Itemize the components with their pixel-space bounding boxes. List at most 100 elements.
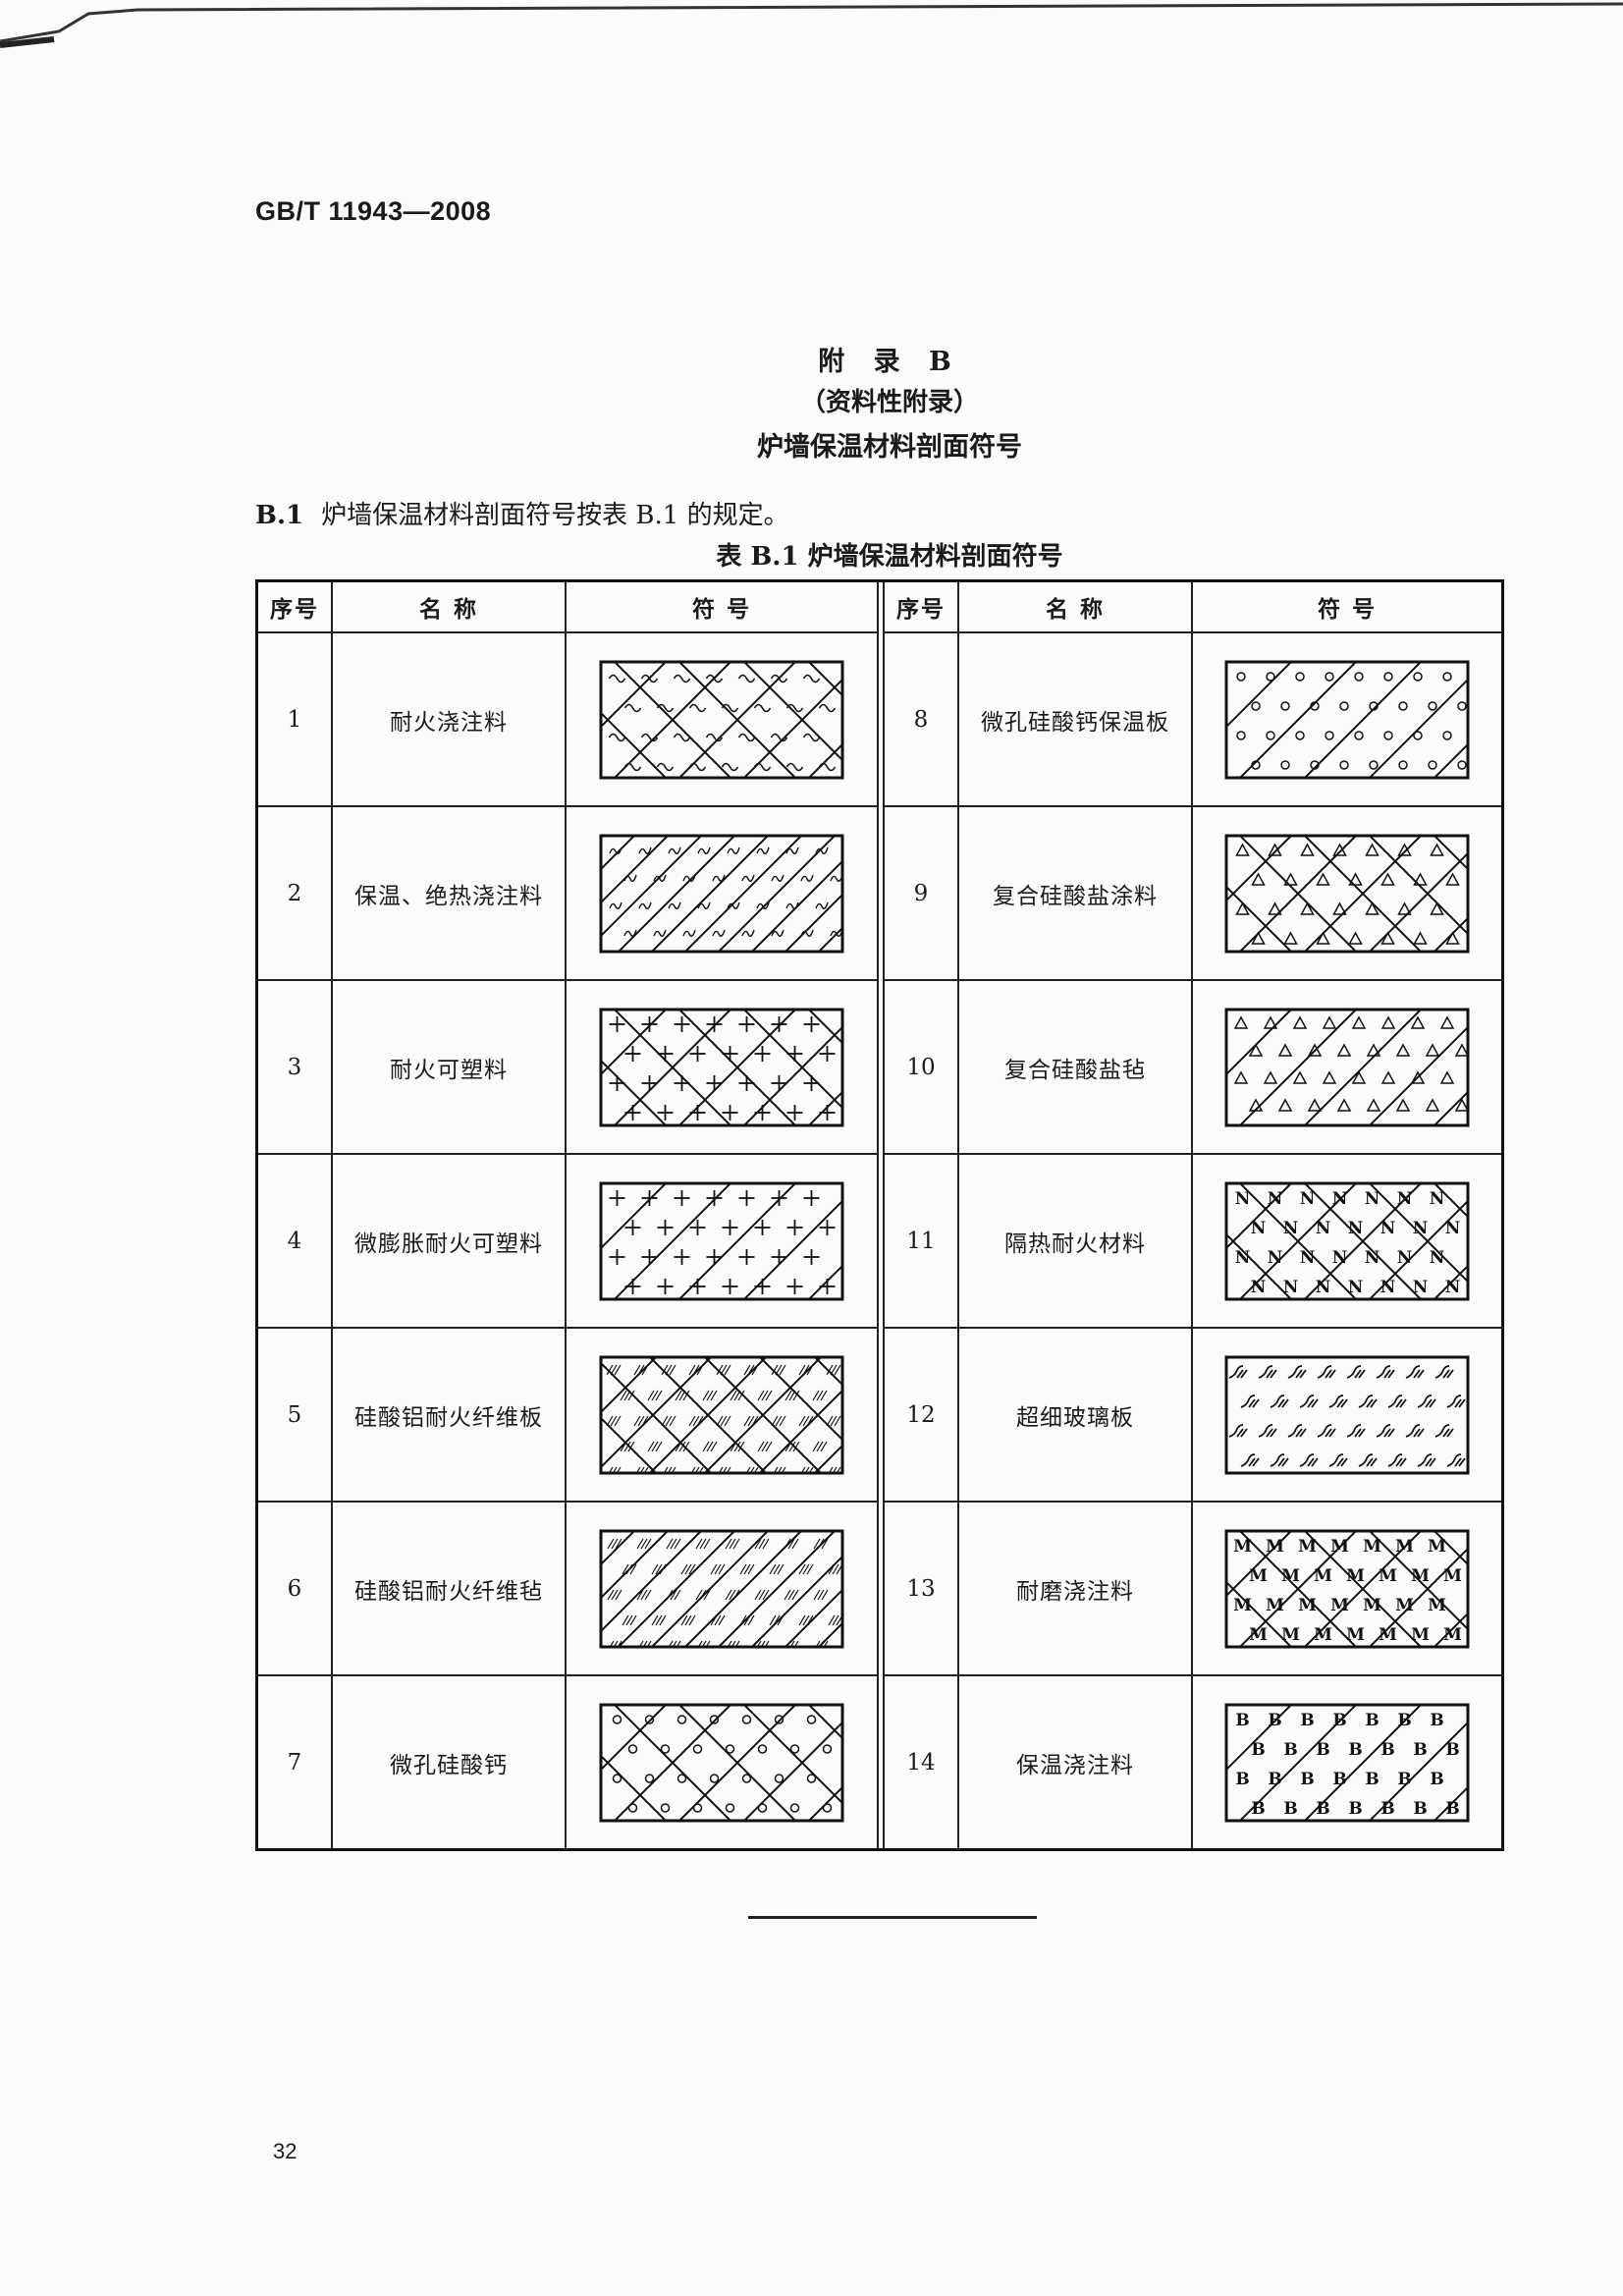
svg-text:M: M: [1428, 1596, 1446, 1615]
svg-text:N: N: [1445, 1219, 1461, 1238]
svg-text:N: N: [1300, 1248, 1316, 1268]
column-gap: [877, 1675, 885, 1850]
svg-text:B: B: [1283, 1740, 1297, 1760]
refractory-plastic-hatch-icon: [599, 1008, 844, 1126]
header-no: 序号: [255, 579, 333, 633]
symbol-cell: [565, 1327, 879, 1503]
composite-silicate-coating-hatch-icon: [1224, 834, 1470, 953]
svg-text:N: N: [1251, 1219, 1267, 1238]
symbol-cell: [1191, 631, 1504, 807]
svg-text:N: N: [1380, 1219, 1396, 1238]
svg-text:B: B: [1235, 1770, 1249, 1789]
aluminosilicate-fiber-felt-hatch-icon: [599, 1529, 844, 1648]
svg-text:M: M: [1314, 1625, 1332, 1645]
svg-text:B: B: [1430, 1711, 1443, 1730]
svg-text:N: N: [1332, 1248, 1348, 1268]
material-name: 保温、绝热浇注料: [331, 805, 567, 981]
material-name: 硅酸铝耐火纤维板: [331, 1327, 567, 1503]
svg-text:B: B: [1397, 1770, 1411, 1789]
svg-text:B: B: [1445, 1740, 1459, 1760]
svg-text:N: N: [1316, 1278, 1331, 1297]
symbol-cell: [1191, 805, 1504, 981]
svg-text:M: M: [1443, 1625, 1462, 1645]
svg-text:M: M: [1443, 1566, 1462, 1586]
svg-text:M: M: [1249, 1625, 1268, 1645]
svg-text:B: B: [1430, 1770, 1443, 1789]
table-header-row: 序号 名 称 符 号 序号 名 称 符 号: [255, 579, 1504, 633]
symbol-cell: [1191, 1327, 1504, 1503]
row-number: 1: [255, 631, 333, 807]
row-number: 7: [255, 1674, 333, 1851]
svg-text:M: M: [1281, 1566, 1300, 1586]
svg-text:N: N: [1268, 1248, 1283, 1268]
svg-text:N: N: [1235, 1189, 1251, 1209]
svg-text:M: M: [1395, 1596, 1414, 1615]
material-name: 微孔硅酸钙: [331, 1674, 567, 1851]
symbol-cell: [565, 1674, 879, 1851]
column-gap: [877, 1328, 885, 1502]
svg-text:B: B: [1300, 1770, 1314, 1789]
svg-text:B: B: [1251, 1740, 1265, 1760]
svg-text:M: M: [1363, 1537, 1381, 1557]
row-number: 10: [883, 979, 959, 1155]
annex-type: （资料性附录）: [799, 388, 979, 417]
svg-text:M: M: [1379, 1566, 1397, 1586]
row-number: 2: [255, 805, 333, 981]
page-number: 32: [273, 2139, 298, 2163]
column-gap: [877, 1154, 885, 1328]
material-name: 复合硅酸盐涂料: [957, 805, 1193, 981]
row-number: 12: [883, 1327, 959, 1503]
symbol-cell: [565, 631, 879, 807]
microporous-calcium-silicate-board-hatch-icon: [1224, 660, 1470, 779]
row-number: 6: [255, 1501, 333, 1676]
symbol-cell: [565, 979, 879, 1155]
svg-text:B: B: [1235, 1711, 1249, 1730]
svg-text:M: M: [1330, 1537, 1349, 1557]
header-symbol: 符 号: [1191, 579, 1504, 633]
svg-text:M: M: [1314, 1566, 1332, 1586]
svg-text:B: B: [1283, 1799, 1297, 1819]
svg-text:B: B: [1268, 1711, 1281, 1730]
column-gap: [877, 806, 885, 980]
svg-text:N: N: [1380, 1278, 1396, 1297]
svg-text:M: M: [1346, 1566, 1365, 1586]
svg-text:B: B: [1380, 1799, 1394, 1819]
svg-text:N: N: [1235, 1248, 1251, 1268]
svg-text:B: B: [1251, 1799, 1265, 1819]
row-number: 13: [883, 1501, 959, 1676]
svg-text:M: M: [1330, 1596, 1349, 1615]
svg-text:B: B: [1332, 1711, 1346, 1730]
row-number: 5: [255, 1327, 333, 1503]
header-no: 序号: [883, 579, 959, 633]
material-name: 耐火可塑料: [331, 979, 567, 1155]
annex-heading: 炉墙保温材料剖面符号: [757, 432, 1022, 463]
svg-text:B: B: [1413, 1799, 1427, 1819]
svg-text:N: N: [1430, 1248, 1445, 1268]
svg-text:M: M: [1363, 1596, 1381, 1615]
svg-text:B: B: [1380, 1740, 1394, 1760]
svg-text:M: M: [1428, 1537, 1446, 1557]
composite-silicate-felt-hatch-icon: [1224, 1008, 1470, 1126]
column-gap: [877, 1502, 885, 1675]
microporous-calcium-silicate-hatch-icon: [599, 1703, 844, 1822]
svg-text:N: N: [1283, 1278, 1299, 1297]
svg-text:B: B: [1397, 1711, 1411, 1730]
clause-text: 炉墙保温材料剖面符号按表 B.1 的规定。: [321, 501, 789, 530]
svg-text:B: B: [1300, 1711, 1314, 1730]
micro-expansion-refractory-plastic-hatch-icon: [599, 1181, 844, 1300]
table-caption: 表 B.1 炉墙保温材料剖面符号: [716, 542, 1063, 572]
symbol-cell: [565, 1153, 879, 1329]
column-gap: [877, 580, 885, 632]
aluminosilicate-fiber-board-hatch-icon: [599, 1355, 844, 1474]
column-gap: [877, 980, 885, 1154]
